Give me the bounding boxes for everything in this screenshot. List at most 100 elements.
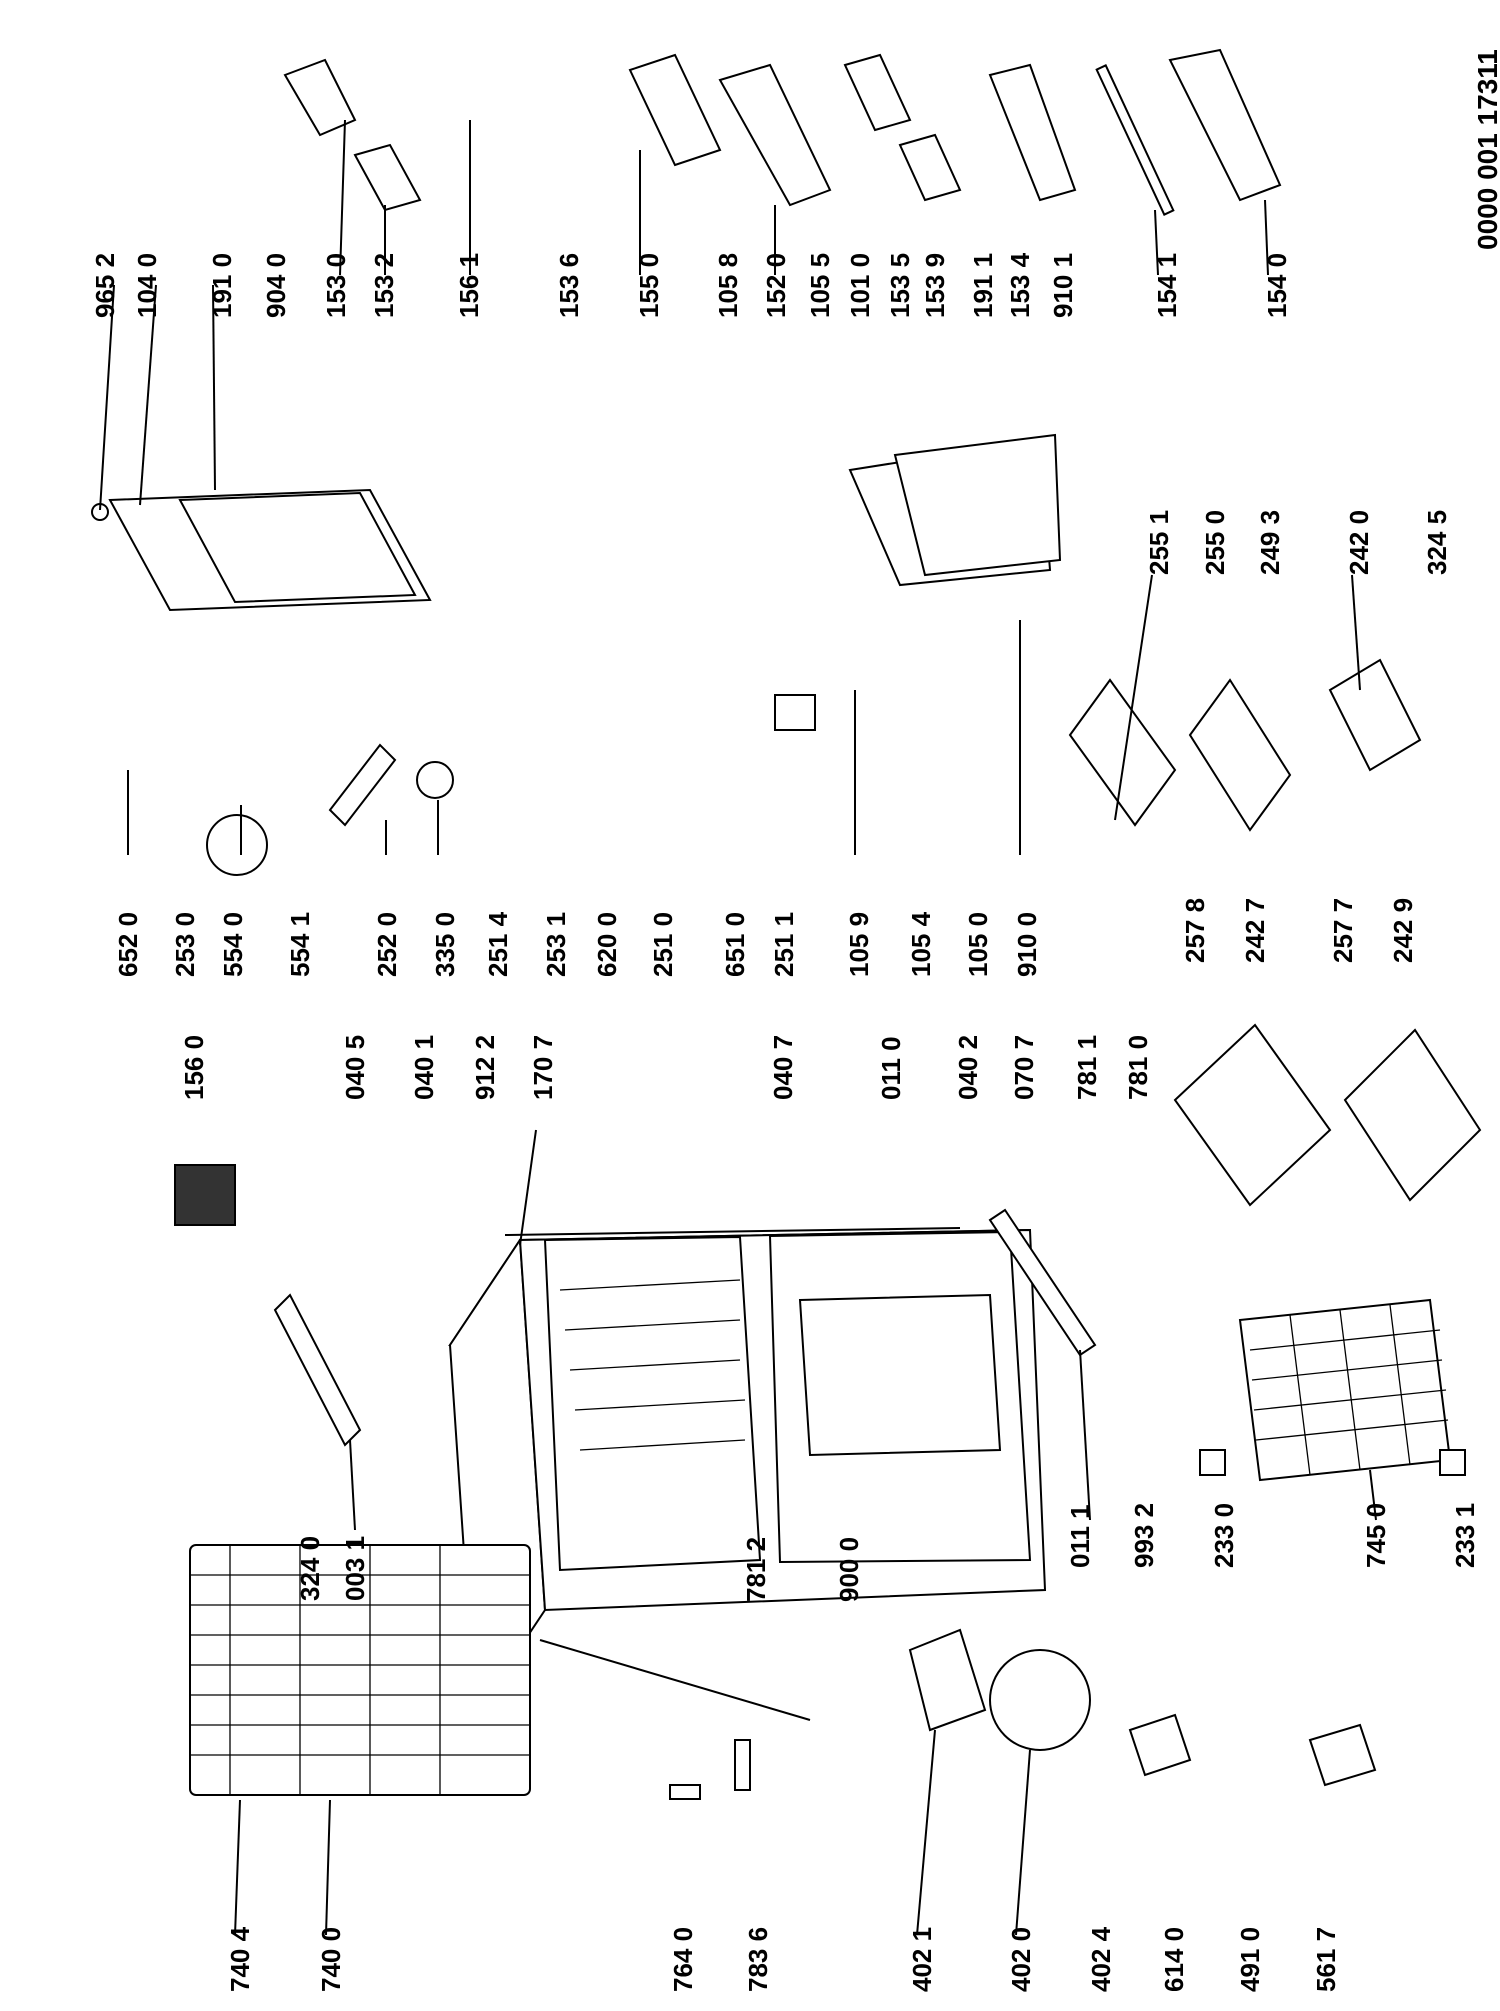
label-040-2: 040 2 (953, 1035, 983, 1100)
label-745-0: 745 0 (1361, 1503, 1391, 1568)
small-bin-153-9-drawing (898, 133, 962, 202)
label-040-1: 040 1 (409, 1035, 439, 1100)
freezer-gasket-drawing (893, 433, 1062, 577)
label-324-5: 324 5 (1422, 510, 1452, 575)
ring-335-drawing (416, 761, 454, 799)
small-bin-153-5-drawing (843, 53, 912, 132)
label-402-1: 402 1 (907, 1927, 937, 1992)
panel-003-1-drawing (273, 1293, 362, 1447)
label-904-0: 904 0 (261, 253, 291, 318)
label-781-0: 781 0 (1123, 1035, 1153, 1100)
egg-tray-drawing (628, 53, 722, 167)
drawer-242-0-drawing (1328, 658, 1422, 772)
fridge-cabinet-drawing (448, 1227, 1047, 1719)
label-233-1: 233 1 (1450, 1503, 1480, 1568)
label-740-4: 740 4 (225, 1926, 255, 1992)
label-554-1: 554 1 (285, 912, 315, 977)
label-011-0: 011 0 (876, 1036, 906, 1100)
drawer-242-7-drawing (1173, 1023, 1332, 1207)
label-910-0: 910 0 (1012, 912, 1042, 977)
label-011-1: 011 1 (1065, 1504, 1095, 1568)
lamp-housing-drawing (774, 694, 816, 731)
label-153-6: 153 6 (554, 253, 584, 318)
condenser-drawing (189, 1544, 531, 1796)
label-614-0: 614 0 (1159, 1927, 1189, 1992)
label-070-7: 070 7 (1009, 1035, 1039, 1100)
label-910-1: 910 1 (1048, 253, 1078, 318)
label-251-0: 251 0 (648, 912, 678, 977)
label-153-2: 153 2 (369, 253, 399, 318)
label-249-3: 249 3 (1255, 510, 1285, 575)
label-251-1: 251 1 (769, 912, 799, 977)
label-101-0: 101 0 (845, 253, 875, 318)
label-324-0: 324 0 (295, 1536, 325, 1601)
label-900-0: 900 0 (834, 1537, 864, 1602)
leader-lines (99, 119, 1377, 1936)
document-number: 0000 001 17311 (1472, 49, 1500, 250)
label-155-0: 155 0 (634, 253, 664, 318)
label-912-2: 912 2 (470, 1035, 500, 1100)
filter-drier-drawing (669, 1784, 701, 1800)
label-993-2: 993 2 (1129, 1503, 1159, 1568)
fan-cover-070-7-drawing (988, 1208, 1097, 1357)
relay-drawing (1128, 1713, 1192, 1777)
label-242-9: 242 9 (1388, 898, 1418, 963)
cover-561-drawing (1308, 1723, 1377, 1787)
label-105-8: 105 8 (713, 253, 743, 318)
label-620-0: 620 0 (592, 912, 622, 977)
label-402-4: 402 4 (1086, 1926, 1116, 1992)
label-153-0: 153 0 (321, 253, 351, 318)
door-bin-154-drawing (1168, 48, 1282, 202)
label-156-0: 156 0 (179, 1035, 209, 1100)
label-651-0: 651 0 (720, 912, 750, 977)
door-gasket-drawing (178, 491, 417, 604)
label-191-1: 191 1 (968, 253, 998, 318)
label-781-1: 781 1 (1072, 1035, 1102, 1100)
label-003-1: 003 1 (340, 1536, 370, 1601)
label-764-0: 764 0 (668, 1927, 698, 1992)
evaporator-drawing (1238, 1298, 1452, 1482)
label-170-7: 170 7 (528, 1035, 558, 1100)
spacer-783-drawing (734, 1739, 751, 1791)
label-402-0: 402 0 (1006, 1927, 1036, 1992)
label-104-0: 104 0 (132, 253, 162, 318)
label-257-8: 257 8 (1180, 898, 1210, 963)
label-040-5: 040 5 (340, 1035, 370, 1100)
thermostat-knob-drawing (206, 814, 268, 876)
part-labels: 965 2 104 0 191 0 904 0 153 0 153 2 156 … (90, 49, 1500, 1992)
part-drawings (91, 48, 1482, 1800)
label-740-0: 740 0 (316, 1927, 346, 1992)
label-652-0: 652 0 (113, 912, 143, 977)
drawer-242-9-drawing (1343, 1028, 1482, 1202)
label-154-1: 154 1 (1152, 253, 1182, 318)
label-242-7: 242 7 (1240, 898, 1270, 963)
label-783-6: 783 6 (743, 1927, 773, 1992)
label-253-0: 253 0 (170, 912, 200, 977)
bottle-rail-drawing (1095, 64, 1175, 216)
foot-233-1-drawing (1439, 1449, 1466, 1476)
label-242-0: 242 0 (1344, 510, 1374, 575)
label-255-1: 255 1 (1144, 510, 1174, 575)
thermostat-housing-drawing (328, 743, 397, 827)
label-105-0: 105 0 (963, 912, 993, 977)
label-040-7: 040 7 (768, 1035, 798, 1100)
label-251-4: 251 4 (483, 911, 513, 977)
shelf-support-156-0-drawing (174, 1164, 236, 1226)
butter-box-2-drawing (353, 143, 422, 212)
label-154-0: 154 0 (1262, 253, 1292, 318)
glass-shelf-255-0-drawing (1188, 678, 1292, 832)
label-335-0: 335 0 (430, 912, 460, 977)
label-491-0: 491 0 (1235, 1927, 1265, 1992)
label-153-5: 153 5 (885, 253, 915, 318)
label-252-0: 252 0 (372, 912, 402, 977)
compressor-tray-drawing (908, 1628, 987, 1732)
label-255-0: 255 0 (1200, 510, 1230, 575)
butter-box-drawing (283, 58, 357, 137)
label-153-9: 153 9 (920, 253, 950, 318)
label-233-0: 233 0 (1209, 1503, 1239, 1568)
label-156-1: 156 1 (454, 253, 484, 318)
door-bin-152-drawing (718, 63, 832, 207)
tube-781-2-drawing (539, 1639, 811, 1721)
compressor-drawing (989, 1649, 1091, 1751)
